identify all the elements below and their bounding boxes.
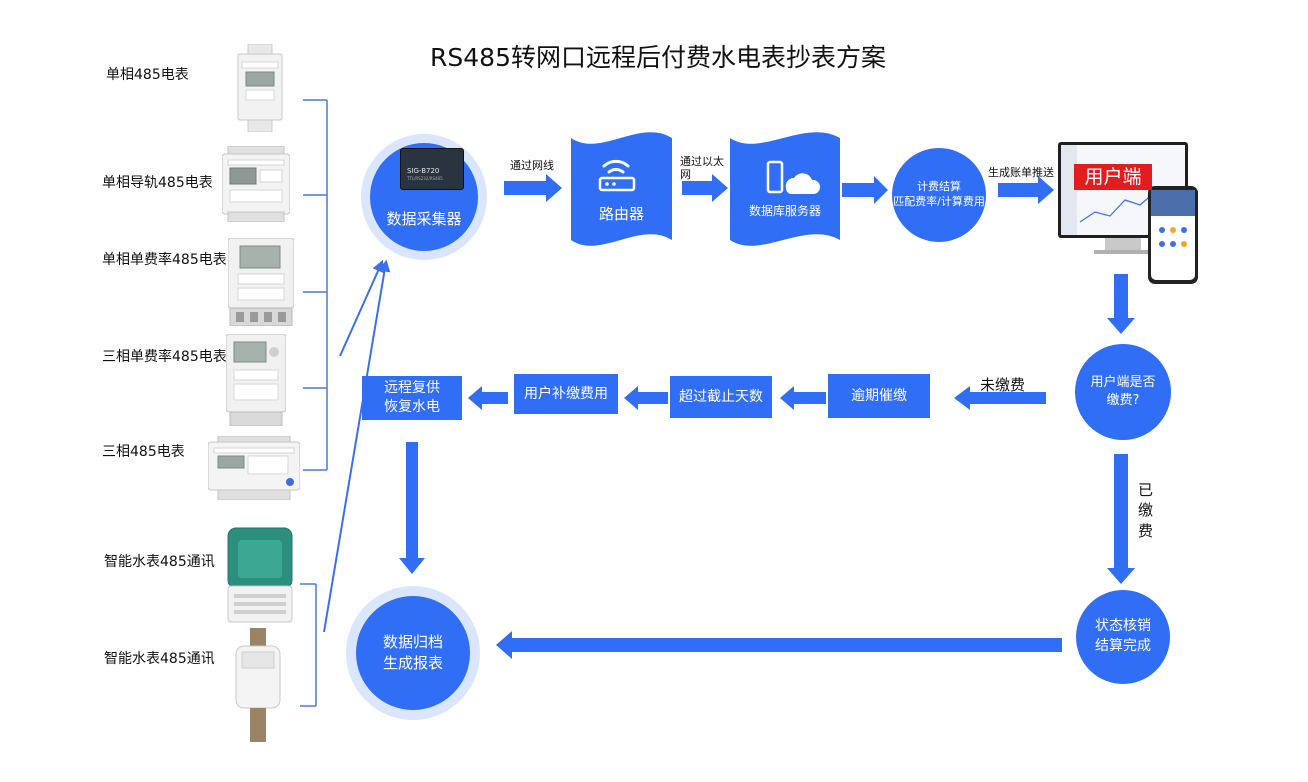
- meter-label: 单相导轨485电表: [102, 175, 213, 191]
- payment-check-node: 用户端是否 缴费?: [1075, 344, 1171, 440]
- status-line2: 结算完成: [1095, 638, 1151, 654]
- data-archive-node: 数据归档 生成报表: [356, 596, 470, 710]
- unpaid-label: 未缴费: [980, 376, 1026, 394]
- collector-device-name: SIG-B720: [407, 167, 440, 175]
- server-cloud-icon: [766, 160, 821, 194]
- meter-to-collector-arrow-2: [323, 259, 391, 633]
- smart-water-meter-image: [227, 527, 293, 623]
- db-server-label: 数据库服务器: [748, 204, 821, 218]
- three-phase-single-rate-meter-image: [226, 334, 286, 426]
- billing-line2: 匹配费率/计算费用: [893, 195, 985, 208]
- upper-meter-bracket: [303, 99, 328, 471]
- paid-label: 已缴费: [1138, 481, 1154, 540]
- wifi-icon: [602, 159, 630, 174]
- lower-meter-bracket: [300, 583, 317, 707]
- collector-device-icon: SIG-B720 TTL/RS232/RS485: [400, 148, 464, 190]
- edge-label-ethernet: 通过以太网: [680, 155, 724, 182]
- din-rail-meter-image: [222, 146, 290, 222]
- meter-label: 三相485电表: [102, 444, 185, 460]
- remote-restore-box: 远程复供 恢复水电: [362, 376, 462, 420]
- three-phase-meter-image: [208, 436, 300, 500]
- archive-line1: 数据归档: [382, 633, 443, 651]
- router-device-icon: [598, 176, 636, 192]
- status-settled-node: 状态核销 结算完成: [1076, 590, 1170, 684]
- meter-label: 单相单费率485电表: [102, 252, 227, 268]
- overdue-reminder-box: 逾期催缴: [828, 374, 930, 418]
- top-flow-arrows: [399, 174, 1135, 659]
- billing-node: 计费结算 匹配费率/计算费用: [892, 148, 986, 242]
- edge-label-bill-push: 生成账单推送: [988, 166, 1054, 179]
- meter-label: 三相单费率485电表: [102, 349, 227, 365]
- page-title: RS485转网口远程后付费水电表抄表方案: [430, 43, 886, 72]
- over-deadline-box: 超过截止天数: [670, 376, 772, 418]
- user-end-badge: 用户端: [1074, 164, 1152, 190]
- meter-label: 单相485电表: [106, 67, 189, 83]
- billing-line1: 计费结算: [917, 180, 961, 194]
- restore-line2: 恢复水电: [384, 399, 440, 415]
- router-label: 路由器: [598, 205, 644, 223]
- pay-check-line2: 缴费?: [1106, 393, 1140, 408]
- status-line1: 状态核销: [1095, 618, 1151, 635]
- collector-device-sub: TTL/RS232/RS485: [407, 176, 443, 181]
- db-server-shape: [730, 132, 840, 246]
- restore-line1: 远程复供: [384, 380, 440, 397]
- single-rate-meter-image: [228, 238, 294, 326]
- meter-to-collector-arrow-1: [339, 259, 384, 357]
- smart-water-meter-2-image: [235, 628, 281, 742]
- meter-label: 智能水表485通讯: [104, 651, 215, 667]
- user-repay-box: 用户补缴费用: [514, 374, 618, 414]
- meter-label: 智能水表485通讯: [104, 554, 215, 570]
- archive-line2: 生成报表: [382, 654, 443, 672]
- edge-label-network-cable: 通过网线: [510, 159, 554, 172]
- collector-label: 数据采集器: [386, 210, 462, 228]
- single-phase-meter-image: [237, 44, 283, 132]
- pay-check-line1: 用户端是否: [1090, 374, 1156, 390]
- phone-icon: [1148, 186, 1198, 284]
